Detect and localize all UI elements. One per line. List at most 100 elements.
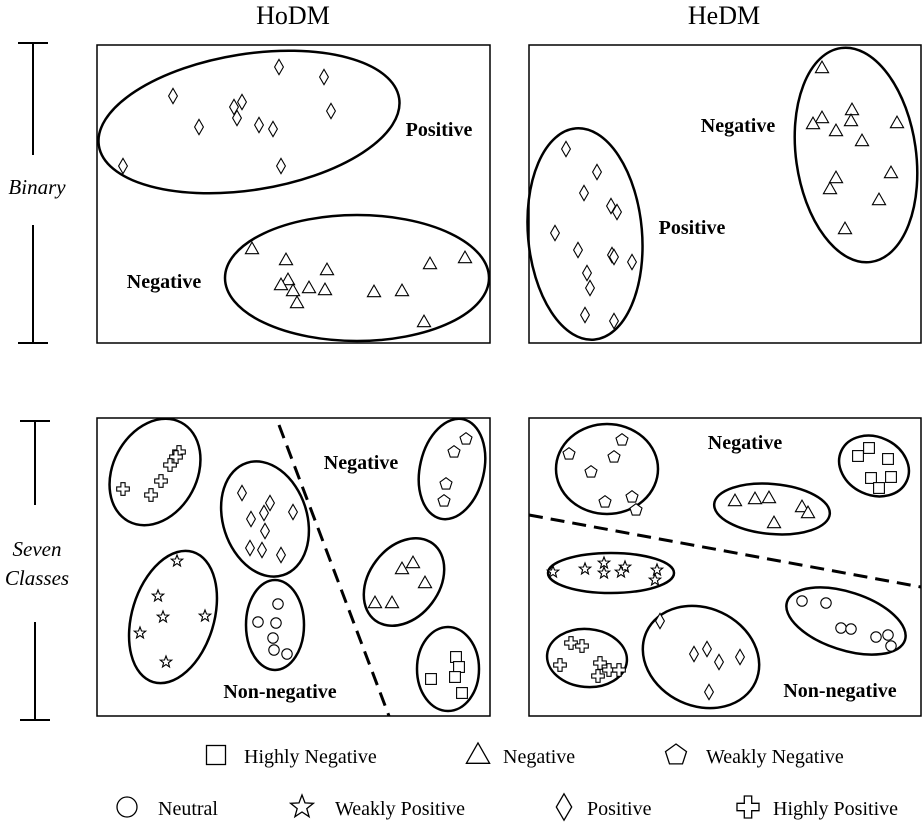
- legend-circle-icon: [116, 796, 138, 818]
- marker-pentagon-100: [629, 503, 643, 516]
- marker-circle-121: [796, 595, 808, 607]
- marker-pentagon-99: [598, 495, 612, 508]
- marker-triangle-103: [761, 489, 777, 504]
- legend-label-triangle: Negative: [503, 746, 575, 768]
- marker-circle-77: [267, 632, 279, 644]
- marker-diamond-35: [626, 253, 638, 271]
- marker-triangle-16: [319, 261, 335, 276]
- cluster-ellipse-hedm-negative: [793, 46, 919, 264]
- marker-triangle-88: [384, 594, 400, 609]
- marker-diamond-140: [703, 683, 715, 701]
- cluster-ellipse-hedm-weakly-negative: [554, 422, 660, 516]
- marker-pentagon-80: [459, 432, 473, 445]
- marker-triangle-106: [766, 514, 782, 529]
- marker-pentagon-95: [562, 447, 576, 460]
- marker-star-119: [613, 564, 629, 579]
- decision-boundary-hodm: [277, 424, 391, 717]
- legend-triangle-icon: [465, 741, 491, 764]
- marker-diamond-6: [231, 109, 243, 127]
- panel-hodm-seven: [96, 417, 491, 717]
- label-hodm-negative: Negative: [127, 271, 202, 293]
- marker-diamond-63: [258, 504, 270, 522]
- label-hedm-positive: Positive: [659, 217, 726, 239]
- marker-triangle-48: [883, 164, 899, 179]
- marker-star-71: [197, 608, 213, 623]
- marker-diamond-9: [267, 120, 279, 138]
- marker-triangle-18: [273, 276, 289, 291]
- marker-pentagon-94: [615, 433, 629, 446]
- marker-cross-55: [163, 458, 177, 472]
- marker-diamond-135: [654, 612, 666, 630]
- marker-star-73: [158, 654, 174, 669]
- marker-triangle-101: [727, 492, 743, 507]
- marker-pentagon-98: [625, 490, 639, 503]
- marker-circle-74: [272, 598, 284, 610]
- marker-cross-129: [575, 639, 589, 653]
- marker-square-111: [873, 482, 885, 494]
- marker-diamond-28: [578, 184, 590, 202]
- marker-triangle-105: [800, 504, 816, 519]
- panel-hedm-seven: [528, 417, 922, 717]
- legend-diamond-icon: [555, 792, 573, 822]
- marker-diamond-59: [236, 484, 248, 502]
- marker-pentagon-83: [437, 494, 451, 507]
- cluster-ellipse-hedm-positive: [526, 127, 644, 341]
- marker-square-90: [453, 661, 465, 673]
- marker-square-110: [865, 472, 877, 484]
- cluster-ellipse-hedm-highly-negative: [837, 434, 911, 498]
- marker-triangle-104: [794, 498, 810, 513]
- marker-pentagon-82: [439, 477, 453, 490]
- marker-triangle-21: [317, 281, 333, 296]
- marker-triangle-87: [367, 594, 383, 609]
- marker-diamond-8: [253, 116, 265, 134]
- marker-triangle-12: [244, 240, 260, 255]
- marker-square-108: [852, 450, 864, 462]
- label-hodm-seven-negative: Negative: [324, 452, 399, 474]
- marker-circle-78: [281, 648, 293, 660]
- marker-triangle-43: [805, 115, 821, 130]
- cluster-ellipse-hodm-weakly-negative: [417, 417, 487, 521]
- cluster-ellipse-hodm-negative7: [362, 537, 446, 627]
- marker-diamond-30: [611, 203, 623, 221]
- marker-star-70: [155, 609, 171, 624]
- legend-pentagon-icon: [664, 743, 688, 765]
- marker-diamond-139: [734, 648, 746, 666]
- marker-triangle-42: [814, 109, 830, 124]
- marker-triangle-13: [457, 249, 473, 264]
- label-hedm-negative: Negative: [701, 115, 776, 137]
- row-label-classes: Classes: [5, 566, 69, 590]
- cluster-ellipse-hodm-highly-negative: [415, 625, 481, 713]
- marker-triangle-40: [814, 59, 830, 74]
- marker-star-115: [577, 561, 593, 576]
- marker-triangle-49: [828, 169, 844, 184]
- marker-triangle-22: [366, 283, 382, 298]
- legend-cross-icon: [736, 795, 760, 819]
- marker-triangle-19: [285, 282, 301, 297]
- marker-star-118: [649, 562, 665, 577]
- marker-cross-58: [144, 488, 158, 502]
- cluster-ellipse-hodm-positive: [97, 49, 401, 195]
- marker-triangle-51: [871, 191, 887, 206]
- marker-triangle-50: [822, 180, 838, 195]
- marker-circle-125: [870, 631, 882, 643]
- marker-square-107: [863, 442, 875, 454]
- marker-triangle-17: [280, 271, 296, 286]
- marker-triangle-86: [417, 574, 433, 589]
- legend-label-pentagon: Weakly Negative: [706, 746, 844, 768]
- cluster-ellipse-hodm-highly-positive: [108, 417, 202, 527]
- marker-diamond-27: [591, 163, 603, 181]
- row-label-seven: Seven: [13, 537, 62, 561]
- legend-star-icon: [288, 793, 316, 819]
- marker-star-68: [169, 553, 185, 568]
- marker-diamond-10: [117, 157, 129, 175]
- marker-diamond-31: [549, 224, 561, 242]
- marker-diamond-65: [244, 539, 256, 557]
- marker-triangle-52: [837, 220, 853, 235]
- marker-triangle-24: [289, 294, 305, 309]
- marker-star-69: [150, 588, 166, 603]
- marker-diamond-61: [287, 503, 299, 521]
- cluster-ellipse-hedm-positive7: [641, 604, 761, 710]
- marker-diamond-32: [572, 241, 584, 259]
- marker-triangle-20: [301, 279, 317, 294]
